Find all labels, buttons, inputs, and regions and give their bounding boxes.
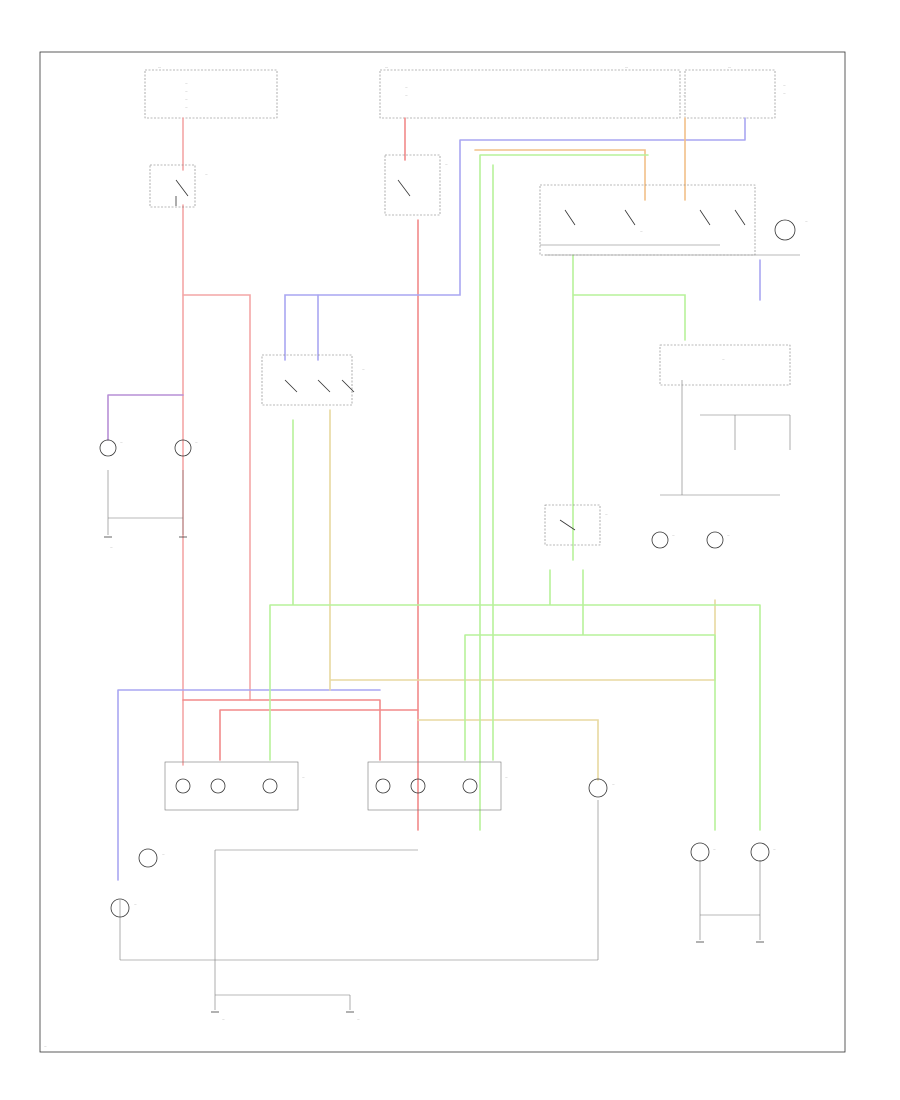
turn-signal-switch-label: ... <box>445 163 448 166</box>
fuse-box-center-right-title: ... <box>625 65 628 69</box>
wire-red-bus <box>182 699 419 761</box>
right-module-label: ... <box>722 358 725 361</box>
wire-blue-top <box>284 117 746 361</box>
rear-lamps-left-label: ... <box>713 848 716 851</box>
wire-green-bus1 <box>269 419 761 831</box>
left-side-lamps: ... ... <box>99 439 198 457</box>
diagram-frame <box>39 51 846 1053</box>
ground-label-1: ... <box>222 1018 225 1021</box>
fuse-box-center: ... ... ... ... ... <box>379 65 686 119</box>
wire-green-right <box>572 294 686 341</box>
upper-right-lamp-2-label: ... <box>727 534 730 537</box>
fuse-box-center-line1: ... <box>405 86 408 89</box>
fuse-box-left-line1: ... <box>185 82 188 85</box>
hazard-relay-label: ... <box>362 368 365 371</box>
combination-switch: ... ... <box>539 184 808 256</box>
fuse-box-left: ... ... ... ... ... <box>144 65 278 119</box>
clearance-lamp-label: ... <box>612 783 615 786</box>
diagram-footer-id: ... <box>44 1045 47 1048</box>
wire-purple-left-lamps <box>107 394 184 441</box>
wire-gray-switch-bus <box>540 244 800 256</box>
lower-right-lamps: ... ... <box>690 842 776 862</box>
left-front-lamp-label: ... <box>302 776 305 779</box>
upper-right-lamps: ... ... <box>651 531 730 549</box>
wire-red-center <box>404 117 419 831</box>
ground-points-label: ... <box>110 546 113 549</box>
ground-symbols: ... ... ... <box>104 536 764 1021</box>
upper-right-lamp-1-label: ... <box>672 534 675 537</box>
wire-tan-bottom <box>329 409 716 781</box>
combination-switch-label: ... <box>640 230 643 233</box>
hazard-relay: ... <box>261 354 365 406</box>
lower-left-lamps: ... ... <box>110 848 165 918</box>
right-front-lamp-label: ... <box>505 776 508 779</box>
fuse-box-right: ... ... ... <box>684 65 786 119</box>
right-front-lamp-assembly: ... <box>367 761 508 811</box>
wire-gray-right-module <box>660 380 791 496</box>
fuse-box-right-line1: ... <box>783 84 786 87</box>
left-side-lamp-2-label: ... <box>195 441 198 444</box>
flasher-unit: ... <box>544 504 608 546</box>
clearance-lamp: ... <box>588 778 615 798</box>
wire-gray-grounds <box>119 800 599 1010</box>
turn-signal-switch: ... <box>384 154 448 216</box>
lower-left-lamp-1-label: ... <box>162 853 165 856</box>
wire-pink-to-right <box>182 294 251 701</box>
headlight-switch-label: ... <box>205 173 208 176</box>
fuse-box-right-line2: ... <box>783 92 786 95</box>
rear-lamps-right-label: ... <box>773 848 776 851</box>
fuse-box-right-title: ... <box>728 65 731 69</box>
fuse-box-left-line4: ... <box>185 106 188 109</box>
right-module: ... <box>659 344 791 386</box>
wire-blue-left <box>117 689 381 881</box>
fuse-box-center-right-label: ... <box>683 94 686 97</box>
fuse-box-left-title: ... <box>158 65 161 69</box>
wire-orange-top <box>474 117 686 201</box>
fuse-box-left-line3: ... <box>185 98 188 101</box>
wire-green-top <box>479 154 649 831</box>
combination-switch-side-label: ... <box>805 220 808 223</box>
flasher-unit-label: ... <box>605 513 608 516</box>
headlight-switch: ... <box>149 164 208 208</box>
wire-gray-right-lamps <box>699 860 761 940</box>
left-side-lamp-1-label: ... <box>120 441 123 444</box>
left-front-lamp-assembly: ... <box>164 761 305 811</box>
ground-label-2: ... <box>357 1018 360 1021</box>
wire-green-bus2 <box>464 569 716 831</box>
fuse-box-left-line2: ... <box>185 90 188 93</box>
fuse-box-center-line2: ... <box>405 94 408 97</box>
wire-blue-branch <box>317 259 761 361</box>
fuse-box-center-title: ... <box>385 65 388 69</box>
wire-gray-left-lamps <box>107 470 184 535</box>
lower-left-lamp-2-label: ... <box>134 903 137 906</box>
